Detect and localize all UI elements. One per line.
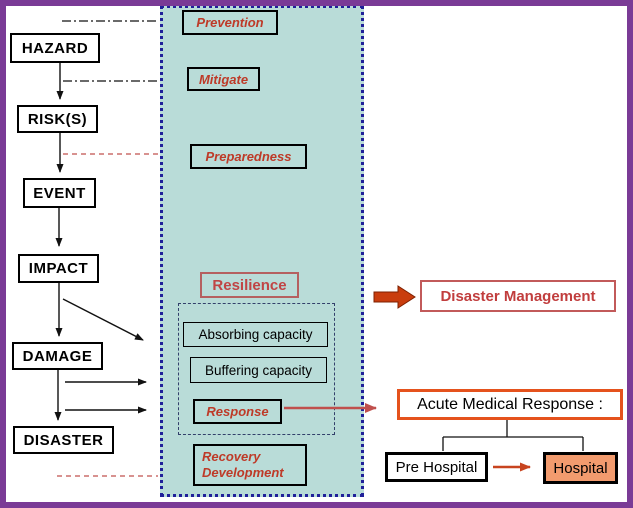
phase-mitigate: Mitigate bbox=[187, 67, 260, 91]
recovery-line1: Recovery bbox=[202, 448, 261, 464]
node-event: EVENT bbox=[23, 178, 96, 208]
node-damage: DAMAGE bbox=[12, 342, 103, 370]
acute-medical-response-box: Acute Medical Response : bbox=[397, 389, 623, 420]
node-disaster: DISASTER bbox=[13, 426, 114, 454]
acute-tree-connector bbox=[442, 420, 584, 451]
phase-response: Response bbox=[193, 399, 282, 424]
disaster-management-box: Disaster Management bbox=[420, 280, 616, 312]
resilience-capacity-group-box bbox=[178, 303, 335, 435]
recovery-line2: Development bbox=[202, 465, 284, 480]
phase-prevention: Prevention bbox=[182, 10, 278, 35]
absorbing-capacity-box: Absorbing capacity bbox=[183, 322, 328, 347]
node-risks: RISK(S) bbox=[17, 105, 98, 133]
hospital-box: Hospital bbox=[543, 452, 618, 484]
phase-preparedness: Preparedness bbox=[190, 144, 307, 169]
phase-recovery-development: Recovery Development bbox=[193, 444, 307, 486]
block-arrow-icon bbox=[373, 285, 416, 309]
node-hazard: HAZARD bbox=[10, 33, 100, 63]
node-impact: IMPACT bbox=[18, 254, 99, 283]
buffering-capacity-box: Buffering capacity bbox=[190, 357, 327, 383]
pre-hospital-box: Pre Hospital bbox=[385, 452, 488, 482]
resilience-label-box: Resilience bbox=[200, 272, 299, 298]
diagonal-arrow-impact-panel bbox=[62, 298, 144, 341]
